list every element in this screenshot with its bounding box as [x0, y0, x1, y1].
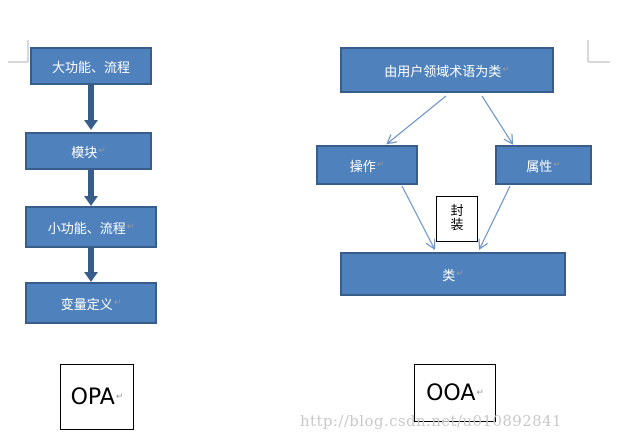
- arrow-top-to-operation: [388, 95, 447, 143]
- arrow-down-2: [84, 168, 98, 206]
- ooa-arrows: [388, 95, 512, 248]
- opa-box-variable-definition: 变量定义↵: [25, 282, 157, 324]
- arrow-top-to-attribute: [481, 95, 512, 143]
- ooa-box-label: 属性: [526, 159, 553, 175]
- corner-mark-right: [587, 40, 610, 63]
- ooa-box-domain-terms: 由用户领域术语为类↵: [340, 47, 554, 93]
- page-corner-marks: [8, 40, 610, 63]
- ooa-label-box: OOA↵: [414, 364, 496, 422]
- ooa-box-label: 操作: [349, 159, 376, 175]
- arrow-operation-to-class: [401, 185, 434, 248]
- opa-box-minor-function: 小功能、流程↵: [25, 206, 157, 248]
- encapsulate-label-box: 封 装: [436, 196, 478, 242]
- watermark: http://blog.csdn.net/u010892841: [300, 412, 562, 430]
- ooa-label: OOA: [426, 380, 476, 406]
- encapsulate-label: 封 装: [450, 205, 463, 233]
- arrow-down-1: [84, 82, 98, 130]
- corner-mark-left: [8, 40, 29, 63]
- arrow-attribute-to-class: [480, 185, 511, 248]
- arrow-down-3: [84, 246, 98, 282]
- opa-box-label: 小功能、流程: [47, 221, 126, 237]
- ooa-box-attribute: 属性↵: [495, 145, 592, 185]
- opa-label: OPA: [70, 384, 115, 410]
- opa-box-label: 模块: [71, 145, 98, 161]
- opa-arrows: [84, 82, 98, 282]
- ooa-box-label: 类: [442, 268, 456, 284]
- opa-box-module: 模块↵: [25, 132, 152, 170]
- opa-box-label: 变量定义: [60, 297, 113, 313]
- opa-box-major-function: 大功能、流程: [30, 47, 152, 85]
- ooa-box-class: 类↵: [340, 252, 566, 296]
- opa-box-label: 大功能、流程: [51, 60, 130, 76]
- opa-label-box: OPA↵: [60, 364, 134, 430]
- ooa-box-label: 由用户领域术语为类: [384, 64, 502, 80]
- ooa-box-operation: 操作↵: [316, 145, 418, 185]
- encapsulate-char-1: 封: [450, 204, 464, 219]
- encapsulate-char-2: 装: [450, 218, 464, 233]
